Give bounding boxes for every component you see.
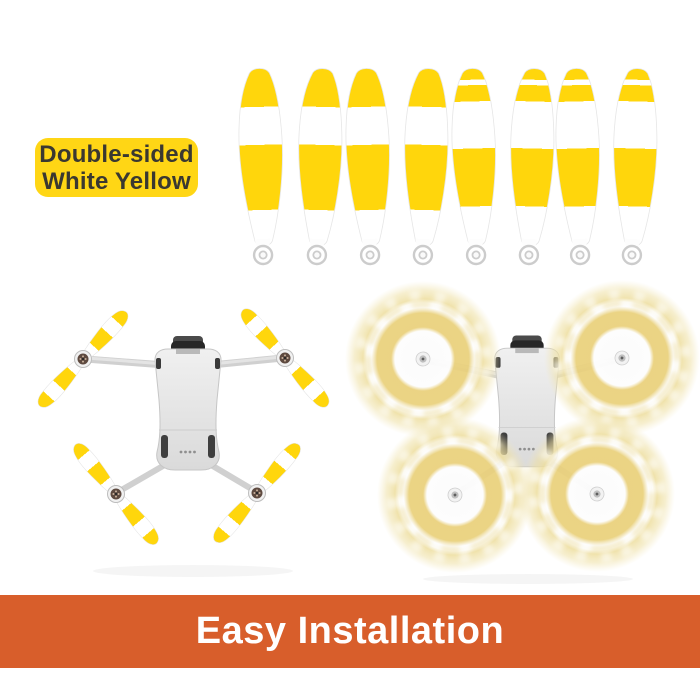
drone-propellers-spinning	[333, 276, 700, 586]
motor-rear-right	[209, 438, 305, 548]
propeller-blades-row	[236, 67, 660, 266]
drone-propellers-installed	[33, 304, 335, 577]
propeller-blade-7	[553, 67, 603, 266]
motor-rear-left	[68, 439, 164, 549]
propeller-blade-1	[236, 67, 286, 266]
drone-shadow	[93, 565, 293, 577]
drone-shadow	[423, 574, 633, 584]
propeller-blade-3	[343, 67, 393, 266]
propeller-blade-8	[610, 67, 660, 266]
badge-line-1: Double-sided	[39, 140, 194, 168]
propeller-blade-2	[295, 67, 345, 266]
propeller-blade-5	[449, 67, 499, 266]
banner-title: Easy Installation	[195, 610, 505, 652]
spinning-propeller-front-left	[335, 276, 511, 447]
color-variant-badge: Double-sided White Yellow	[35, 138, 198, 197]
banner: Easy Installation	[0, 595, 700, 668]
propeller-blade-4	[401, 67, 451, 266]
badge-line-2: White Yellow	[42, 167, 191, 195]
propeller-blade-6	[507, 67, 557, 266]
drone-body	[154, 335, 222, 471]
